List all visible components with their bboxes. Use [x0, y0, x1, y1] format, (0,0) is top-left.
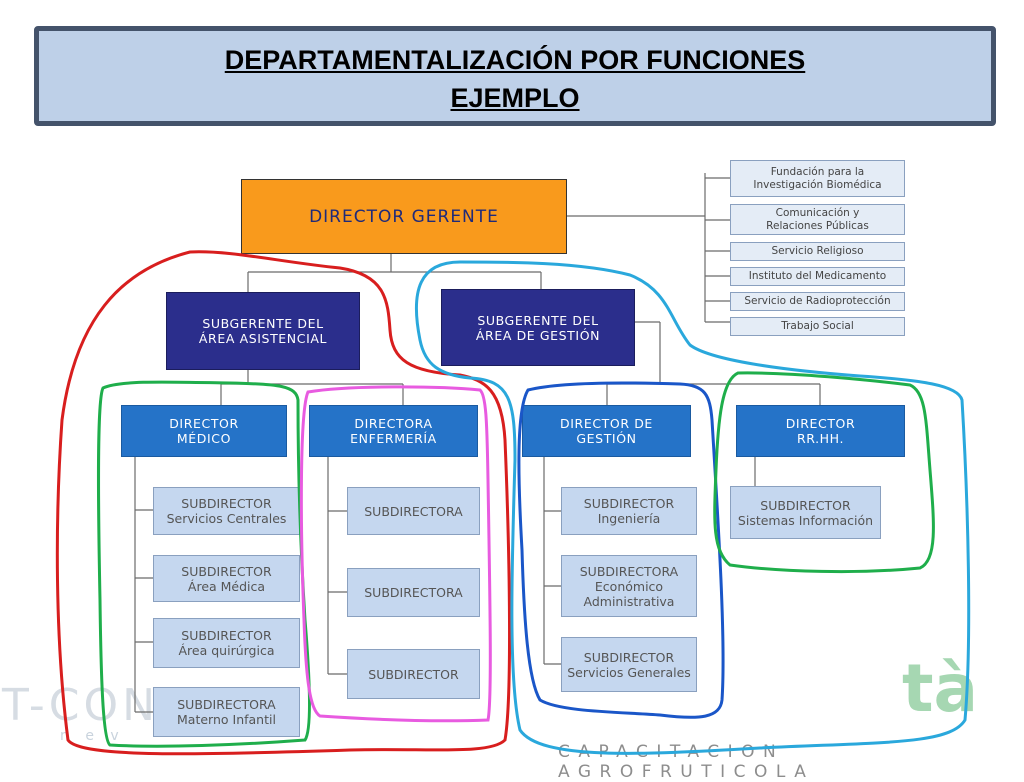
- subdirector-area-quirurgica-box: SUBDIRECTOR Área quirúrgica: [153, 618, 300, 668]
- subdirectora-materno-infantil-box: SUBDIRECTORA Materno Infantil: [153, 687, 300, 737]
- side-unit-fundacion: Fundación para la Investigación Biomédic…: [730, 160, 905, 197]
- side-unit-comunicacion: Comunicación y Relaciones Públicas: [730, 204, 905, 235]
- director-rrhh-box: DIRECTOR RR.HH.: [736, 405, 905, 457]
- subdirectora-enfermeria-2-box: SUBDIRECTORA: [347, 568, 480, 617]
- subdirector-ingenieria-box: SUBDIRECTOR Ingeniería: [561, 487, 697, 535]
- subdirector-servicios-generales-box: SUBDIRECTOR Servicios Generales: [561, 637, 697, 692]
- subgerente-asistencial-box: SUBGERENTE DEL ÁREA ASISTENCIAL: [166, 292, 360, 370]
- subgerente-gestion-box: SUBGERENTE DEL ÁREA DE GESTIÓN: [441, 289, 635, 366]
- directora-enfermeria-box: DIRECTORA ENFERMERÍA: [309, 405, 478, 457]
- director-gestion-box: DIRECTOR DE GESTIÓN: [522, 405, 691, 457]
- side-unit-radioproteccion: Servicio de Radioprotección: [730, 292, 905, 311]
- subdirectora-economico-administrativa-box: SUBDIRECTORA Económico Administrativa: [561, 555, 697, 617]
- subdirector-enfermeria-3-box: SUBDIRECTOR: [347, 649, 480, 699]
- subdirector-sistemas-informacion-box: SUBDIRECTOR Sistemas Información: [730, 486, 881, 539]
- title-line-2: EJEMPLO: [450, 83, 580, 113]
- title-line-1: DEPARTAMENTALIZACIÓN POR FUNCIONES: [224, 45, 806, 75]
- title-banner: DEPARTAMENTALIZACIÓN POR FUNCIONES EJEMP…: [34, 26, 996, 126]
- subdirector-servicios-centrales-box: SUBDIRECTOR Servicios Centrales: [153, 487, 300, 535]
- side-unit-servicio-religioso: Servicio Religioso: [730, 242, 905, 261]
- director-medico-box: DIRECTOR MÉDICO: [121, 405, 287, 457]
- side-unit-trabajo-social: Trabajo Social: [730, 317, 905, 336]
- subdirector-area-medica-box: SUBDIRECTOR Área Médica: [153, 555, 300, 602]
- director-gerente-box: DIRECTOR GERENTE: [241, 179, 567, 254]
- subdirectora-enfermeria-1-box: SUBDIRECTORA: [347, 487, 480, 535]
- side-unit-instituto-medicamento: Instituto del Medicamento: [730, 267, 905, 286]
